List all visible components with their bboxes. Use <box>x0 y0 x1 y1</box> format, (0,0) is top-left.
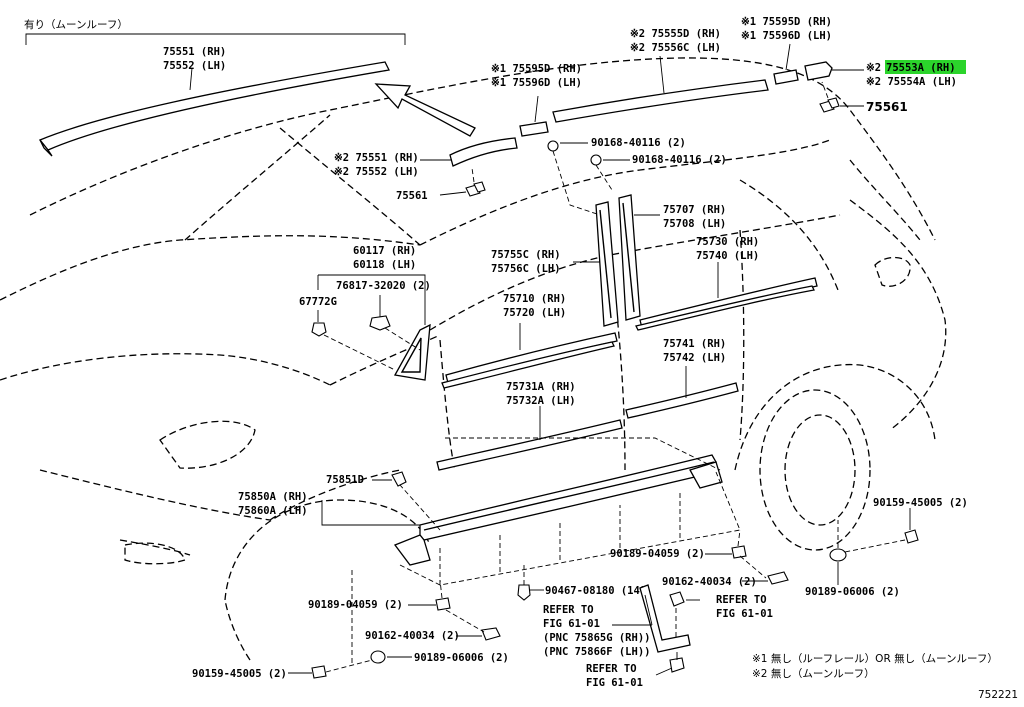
label-90162-left: 90162-40034 (2) <box>365 630 460 642</box>
label-75850a: 75850A (RH) <box>238 491 308 503</box>
label-refer1b: FIG 61-01 <box>543 618 600 630</box>
label-75553a[interactable]: 75553A (RH) <box>886 62 956 74</box>
roof-moulding-rear: ※2 75555D (RH) ※2 75556C (LH) <box>552 28 769 123</box>
label-75595d-mid: ※1 75595D (RH) <box>491 63 582 75</box>
label-90189-04059-right: 90189-04059 (2) <box>610 548 705 560</box>
direction-arrow <box>374 83 476 137</box>
diagram-id: 752221 <box>978 689 1018 701</box>
label-90168-a: 90168-40116 (2) <box>591 137 686 149</box>
label-75756c: 75756C (LH) <box>491 263 561 275</box>
label-90467: 90467-08180 (14) <box>545 585 646 597</box>
label-90189-04059-left: 90189-04059 (2) <box>308 599 403 611</box>
footnotes: ※1 無し（ルーフレール）OR 無し（ムーンルーフ） ※2 無し（ムーンルーフ） <box>752 652 998 680</box>
highlight-75553a <box>885 60 966 74</box>
label-75551-top: 75551 (RH) <box>163 46 226 58</box>
label-75556c: ※2 75556C (LH) <box>630 42 721 54</box>
label-75561-left: 75561 <box>396 190 428 202</box>
front-triangle-garnish: 60117 (RH) 60118 (LH) 76817-32020 (2) 67… <box>299 245 431 381</box>
label-refer3a: REFER TO <box>586 663 637 675</box>
roof-moulding-end-piece: ※2 75553A (RH) ※2 75554A (LH) 75561 <box>804 60 966 114</box>
label-76817: 76817-32020 (2) <box>336 280 431 292</box>
label-75732a: 75732A (LH) <box>506 395 576 407</box>
header-note: 有り（ムーンルーフ） <box>24 18 128 31</box>
label-75596d-rear: ※1 75596D (LH) <box>741 30 832 42</box>
label-75720: 75720 (LH) <box>503 307 566 319</box>
roof-moulding-mid: ※2 75551 (RH) ※2 75552 (LH) 75561 <box>334 137 518 202</box>
label-90189-06006-left: 90189-06006 (2) <box>414 652 509 664</box>
label-75552-mid: ※2 75552 (LH) <box>334 166 419 178</box>
moonroof-bracket: 有り（ムーンルーフ） <box>24 18 406 45</box>
label-90159-right: 90159-45005 (2) <box>873 497 968 509</box>
rocker-panel: 75850A (RH) 75860A (LH) 75851D <box>238 437 741 586</box>
label-refer3b: FIG 61-01 <box>586 677 643 689</box>
roof-end-cap-rear: ※1 75595D (RH) ※1 75596D (LH) <box>741 16 832 85</box>
roof-moulding-front: 75551 (RH) 75552 (LH) <box>38 46 390 157</box>
label-90162-right: 90162-40034 (2) <box>662 576 757 588</box>
fasteners-left: 90189-04059 (2) 90162-40034 (2) 90189-06… <box>192 570 509 680</box>
label-refer1a: REFER TO <box>543 604 594 616</box>
label-75553a-prefix: ※2 <box>866 62 881 74</box>
bottom-brackets: 90467-08180 (14) REFER TO FIG 61-01 (PNC… <box>517 565 773 689</box>
fasteners-right: 90159-45005 (2) 90189-06006 (2) 90189-04… <box>610 497 968 598</box>
label-75554a: ※2 75554A (LH) <box>866 76 957 88</box>
clips-90168: 90168-40116 (2) 90168-40116 (2) <box>547 137 727 216</box>
pillar-garnishes: 75707 (RH) 75708 (LH) 75755C (RH) 75756C… <box>491 194 726 327</box>
label-75595d-rear: ※1 75595D (RH) <box>741 16 832 28</box>
label-75707: 75707 (RH) <box>663 204 726 216</box>
label-75708: 75708 (LH) <box>663 218 726 230</box>
label-75596d-mid: ※1 75596D (LH) <box>491 77 582 89</box>
label-75561-right: 75561 <box>866 100 908 114</box>
label-67772g: 67772G <box>299 296 337 308</box>
door-belt-mouldings: 75730 (RH) 75740 (LH) 75710 (RH) 75720 (… <box>436 236 818 471</box>
label-75730: 75730 (RH) <box>696 236 759 248</box>
label-90168-b: 90168-40116 (2) <box>632 154 727 166</box>
label-90189-06006-right: 90189-06006 (2) <box>805 586 900 598</box>
label-refer2b: FIG 61-01 <box>716 608 773 620</box>
label-75551-mid: ※2 75551 (RH) <box>334 152 419 164</box>
footnote-1: ※1 無し（ルーフレール）OR 無し（ムーンルーフ） <box>752 652 998 665</box>
label-75740: 75740 (LH) <box>696 250 759 262</box>
label-75755c: 75755C (RH) <box>491 249 561 261</box>
label-75710: 75710 (RH) <box>503 293 566 305</box>
label-pnc2: (PNC 75866F (LH)) <box>543 646 650 658</box>
label-60117: 60117 (RH) <box>353 245 416 257</box>
label-75552-top: 75552 (LH) <box>163 60 226 72</box>
label-60118: 60118 (LH) <box>353 259 416 271</box>
label-75742: 75742 (LH) <box>663 352 726 364</box>
label-refer2a: REFER TO <box>716 594 767 606</box>
label-pnc1: (PNC 75865G (RH)) <box>543 632 650 644</box>
label-75741: 75741 (RH) <box>663 338 726 350</box>
label-75555d: ※2 75555D (RH) <box>630 28 721 40</box>
label-75860a: 75860A (LH) <box>238 505 308 517</box>
vehicle-body-outline <box>0 57 947 661</box>
label-90159-left: 90159-45005 (2) <box>192 668 287 680</box>
footnote-2: ※2 無し（ムーンルーフ） <box>752 667 875 680</box>
roof-end-cap-mid: ※1 75595D (RH) ※1 75596D (LH) <box>491 63 582 137</box>
label-75731a: 75731A (RH) <box>506 381 576 393</box>
label-75851d: 75851D <box>326 474 364 486</box>
